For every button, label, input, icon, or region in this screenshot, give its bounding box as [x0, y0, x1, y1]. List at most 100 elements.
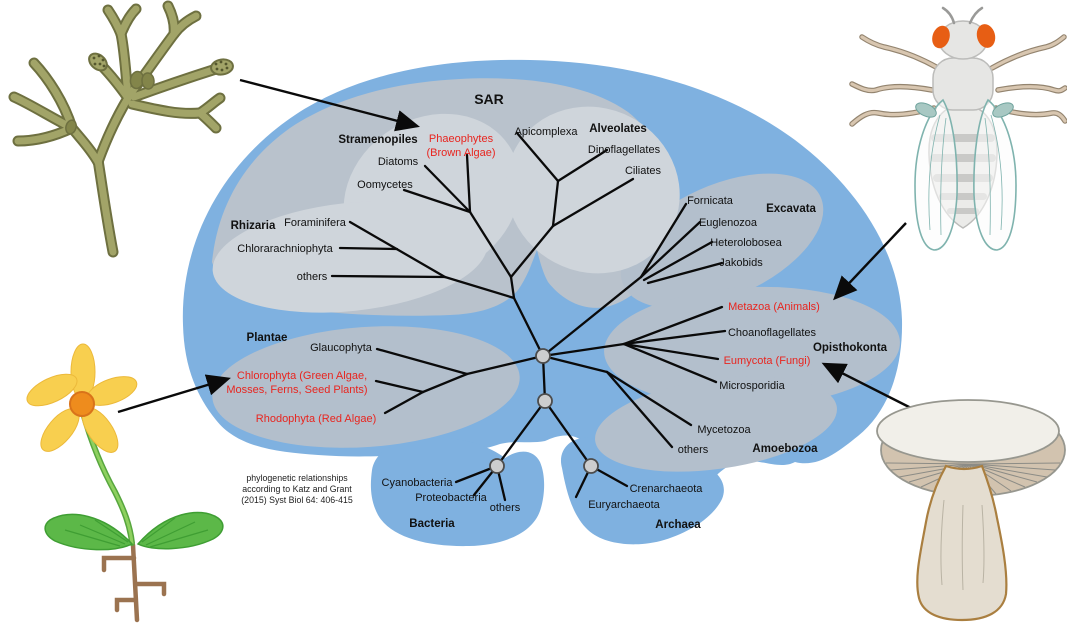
- fly-wing-right: [973, 98, 1017, 251]
- mushroom-stem-streaks: [940, 499, 985, 591]
- label-crenarchaeota: Crenarchaeota: [630, 483, 704, 495]
- label-sar: SAR: [474, 91, 504, 107]
- plant-leaf-right: [136, 511, 224, 550]
- branch-line: [622, 305, 724, 346]
- flower-center: [69, 391, 95, 417]
- label-mycetozoa: Mycetozoa: [697, 424, 751, 436]
- branch-line: [541, 275, 643, 358]
- label-dinoflagellates: Dinoflagellates: [588, 144, 661, 156]
- label-archaea: Archaea: [655, 519, 701, 531]
- flowering-plant-illustration: [26, 343, 224, 623]
- branch-line: [443, 275, 516, 300]
- branch-line: [639, 202, 688, 279]
- branch-line: [622, 342, 718, 384]
- alga-receptacle: [210, 58, 234, 76]
- fly-haltere: [915, 102, 937, 118]
- branch-line: [383, 390, 425, 415]
- branch-line: [541, 342, 626, 358]
- branch-line: [421, 372, 469, 394]
- label-euglenozoa: Euglenozoa: [699, 217, 758, 229]
- label-phaeophytes-line2: (Brown Algae): [426, 147, 495, 159]
- label-chlorophyta-line2: Mosses, Ferns, Seed Plants): [226, 384, 367, 396]
- label-bacteria: Bacteria: [409, 518, 455, 530]
- label-microsporidia: Microsporidia: [719, 380, 785, 392]
- clade-blobs: [212, 78, 900, 472]
- rhizaria-blob: [212, 201, 488, 313]
- label-stramenopiles: Stramenopiles: [338, 134, 417, 146]
- label-fornicata: Fornicata: [687, 195, 734, 207]
- citation-line2: according to Katz and Grant: [242, 484, 352, 494]
- label-foraminifera: Foraminifera: [284, 217, 347, 229]
- alga-bladder: [141, 72, 155, 90]
- branch-line: [423, 164, 472, 214]
- plant-leaf-left: [44, 513, 134, 551]
- fly-to-metazoa-arrow: [833, 222, 907, 301]
- mushroom-illustration: [876, 399, 1066, 622]
- branch-line: [642, 240, 714, 282]
- fly-wing-veins: [928, 114, 1003, 236]
- plantae-blob: [212, 326, 520, 448]
- bacteria-node: [489, 458, 505, 474]
- fly-antennae: [941, 6, 984, 25]
- branch-line: [551, 179, 560, 228]
- archaea-node: [583, 458, 599, 474]
- label-rhizaria: Rhizaria: [231, 220, 276, 232]
- label-bacteria-others: others: [490, 502, 521, 514]
- branch-line: [515, 131, 560, 183]
- branch-line: [468, 210, 513, 279]
- branch-line: [495, 399, 547, 468]
- label-glaucophyta: Glaucophyta: [310, 342, 373, 354]
- label-oomycetes: Oomycetes: [357, 179, 413, 191]
- branch-line: [639, 220, 702, 279]
- label-diatoms: Diatoms: [378, 156, 419, 168]
- plant-to-chlorophyta-arrow: [117, 374, 231, 414]
- label-chlorarachniophyta: Chlorarachniophyta: [237, 243, 333, 255]
- label-cyanobacteria: Cyanobacteria: [382, 477, 454, 489]
- branch-line: [465, 153, 472, 214]
- label-eumycota: Eumycota (Fungi): [724, 355, 811, 367]
- brown-alga-illustration: [8, 0, 234, 258]
- pointer-arrows: [117, 78, 916, 414]
- label-amoebozoa: Amoebozoa: [752, 443, 818, 455]
- labels: SAR Stramenopiles Phaeophytes (Brown Alg…: [226, 91, 887, 531]
- alga-bladder: [65, 119, 77, 135]
- branch-line: [551, 177, 635, 228]
- fly-legs: [849, 34, 1067, 127]
- branch-line: [509, 224, 555, 279]
- fly-wing-left: [914, 98, 958, 251]
- label-rhizaria-others: others: [297, 271, 328, 283]
- mushroom-cap-top: [876, 399, 1060, 463]
- alga-to-phaeophytes-arrow: [239, 78, 420, 132]
- branch-line: [330, 274, 447, 279]
- label-ciliates: Ciliates: [625, 165, 662, 177]
- branch-line: [646, 261, 724, 285]
- label-choanoflagellates: Choanoflagellates: [728, 327, 817, 339]
- plant-roots: [101, 542, 167, 623]
- leaf-veins: [64, 517, 209, 548]
- citation-line1: phylogenetic relationships: [246, 473, 348, 483]
- label-euryarchaeota: Euryarchaeota: [588, 499, 660, 511]
- label-phaeophytes-line1: Phaeophytes: [429, 133, 494, 145]
- label-proteobacteria: Proteobacteria: [415, 492, 487, 504]
- branch-line: [605, 370, 674, 449]
- branch-line: [622, 342, 720, 361]
- branch-line: [338, 246, 399, 251]
- amoebozoa-blob: [595, 376, 837, 472]
- fly-eye: [976, 24, 996, 48]
- flower-petals: [26, 343, 138, 453]
- branch-line: [465, 354, 545, 376]
- tree-nodes: [489, 348, 599, 474]
- label-opisthokonta: Opisthokonta: [813, 342, 888, 354]
- label-plantae: Plantae: [247, 332, 288, 344]
- label-heterolobosea: Heterolobosea: [710, 237, 782, 249]
- branch-line: [374, 379, 425, 394]
- citation: phylogenetic relationships according to …: [241, 473, 353, 505]
- eukaryote-root-node: [535, 348, 551, 364]
- fruit-fly-illustration: [849, 6, 1067, 251]
- alga-receptacle: [88, 52, 108, 72]
- fly-haltere: [992, 102, 1014, 118]
- tree-root-node: [537, 393, 553, 409]
- branch-line: [622, 329, 727, 346]
